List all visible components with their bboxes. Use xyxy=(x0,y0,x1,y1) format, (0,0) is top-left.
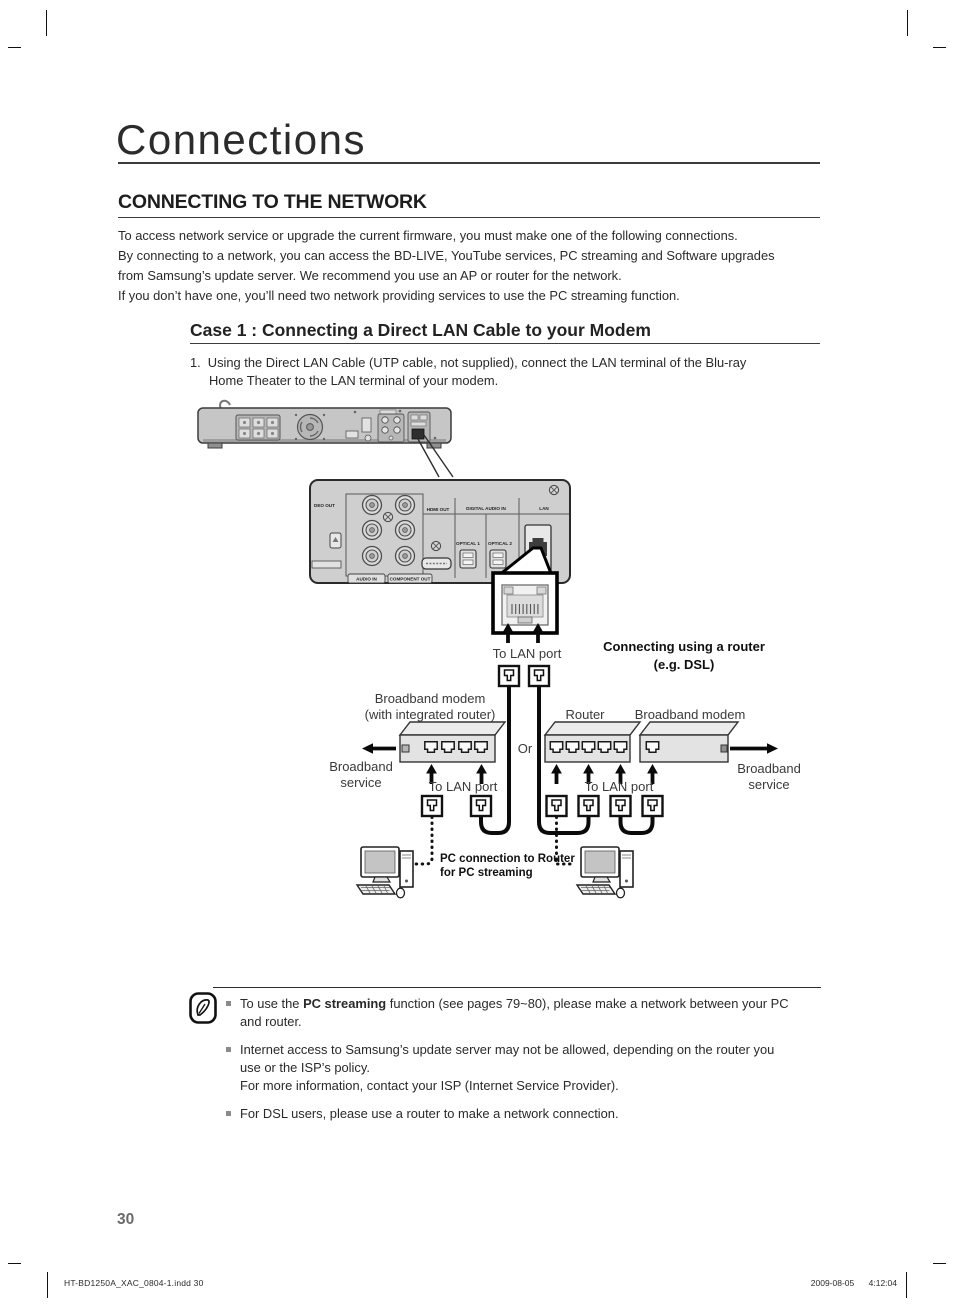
lan-plug-icon xyxy=(497,664,521,688)
note-item: Internet access to Samsung’s update serv… xyxy=(226,1041,832,1095)
panel-label-component-out: COMPONENT OUT xyxy=(390,577,431,582)
section-rule xyxy=(118,217,820,218)
crop-mark xyxy=(8,47,21,48)
router-label: Router xyxy=(565,707,605,722)
note-text: Internet access to Samsung’s update serv… xyxy=(240,1041,774,1095)
panel-label-audio-in: AUDIO IN xyxy=(356,577,377,582)
lan-plug-icon xyxy=(577,794,600,818)
cooling-fan-icon xyxy=(294,413,326,441)
lan-plug-icon xyxy=(469,794,493,818)
crop-mark xyxy=(47,1272,48,1298)
lan-cables xyxy=(479,687,655,835)
section-heading: CONNECTING TO THE NETWORK xyxy=(118,191,427,213)
panel-label-digital-audio-in: DIGITAL AUDIO IN xyxy=(466,506,506,511)
bullet-icon xyxy=(226,1001,231,1006)
note-text-part: To use the xyxy=(240,996,304,1011)
notes-list: To use the PC streaming function (see pa… xyxy=(226,995,832,1133)
to-lan-port-label-left: To LAN port xyxy=(429,779,498,794)
lan-plug-icon xyxy=(609,794,632,818)
note-text-part: function (see pages 79~80), please make … xyxy=(386,996,789,1011)
broadband-modem-label: Broadband modem xyxy=(635,707,746,722)
case1-heading: Case 1 : Connecting a Direct LAN Cable t… xyxy=(190,320,651,340)
connecting-router-label-1: Connecting using a router xyxy=(603,639,765,654)
crop-mark xyxy=(46,10,47,36)
pc-dotted-cables xyxy=(412,815,573,866)
arrow-to-port xyxy=(549,762,564,786)
pc-connection-label-2: for PC streaming xyxy=(440,867,533,879)
lan-plug-icon xyxy=(641,794,664,818)
modem-integrated-label-1: Broadband modem xyxy=(375,691,486,706)
footer-time: 4:12:04 xyxy=(868,1278,897,1288)
lan-connector-zoom xyxy=(491,571,559,635)
intro-line: To access network service or upgrade the… xyxy=(118,228,738,243)
zoom-wedge-lines xyxy=(417,434,454,478)
crop-mark xyxy=(907,10,908,36)
broadband-service-label-left-1: Broadband xyxy=(329,759,393,774)
note-text-line: For more information, contact your ISP (… xyxy=(240,1078,619,1093)
broadband-modem-device xyxy=(638,721,740,763)
note-text: To use the PC streaming function (see pa… xyxy=(240,995,789,1031)
broadband-service-label-left-2: service xyxy=(340,775,381,790)
page-number: 30 xyxy=(117,1211,135,1228)
bullet-icon xyxy=(226,1047,231,1052)
panel-label-lan: LAN xyxy=(539,506,549,511)
panel-label-optical-1: OPTICAL 1 xyxy=(456,541,480,546)
intro-line: By connecting to a network, you can acce… xyxy=(118,248,775,263)
to-lan-port-label-top: To LAN port xyxy=(493,646,562,661)
crop-mark xyxy=(933,1263,946,1264)
pc-illustration-left xyxy=(356,846,414,899)
optical-ports xyxy=(459,549,507,569)
note-text-line: Internet access to Samsung’s update serv… xyxy=(240,1042,775,1057)
step-1: 1. Using the Direct LAN Cable (UTP cable,… xyxy=(190,354,830,390)
or-label: Or xyxy=(518,741,533,756)
broadband-service-label-right-1: Broadband xyxy=(737,761,801,776)
intro-line: If you don’t have one, you’ll need two n… xyxy=(118,288,680,303)
step-text: Using the Direct LAN Cable (UTP cable, n… xyxy=(207,355,747,370)
lan-plug-icon xyxy=(545,794,568,818)
modem-integrated-label-2: (with integrated router) xyxy=(365,707,496,722)
note-item: For DSL users, please use a router to ma… xyxy=(226,1105,832,1123)
chapter-title: Connections xyxy=(116,116,366,163)
step-line: Home Theater to the LAN terminal of your… xyxy=(209,373,499,388)
lan-plug-icon xyxy=(420,794,444,818)
pc-connection-label-1: PC connection to Router xyxy=(440,853,575,865)
bullet-icon xyxy=(226,1111,231,1116)
crop-mark xyxy=(8,1263,21,1264)
note-rule xyxy=(213,987,821,988)
crop-mark xyxy=(906,1272,907,1298)
footer-timestamp: 2009-08-05 4:12:04 xyxy=(757,1278,897,1288)
blu-ray-rear-illustration xyxy=(197,399,452,449)
case1-rule xyxy=(190,343,820,344)
step-line: 1. Using the Direct LAN Cable (UTP cable,… xyxy=(190,354,830,372)
lan-plug-icon xyxy=(527,664,551,688)
note-text-line: For DSL users, please use a router to ma… xyxy=(240,1106,619,1121)
note-icon xyxy=(189,992,217,1024)
broadband-service-label-right-2: service xyxy=(748,777,789,792)
panel-label-optical-2: OPTICAL 2 xyxy=(488,541,512,546)
note-text-line: use or the ISP’s policy. xyxy=(240,1060,370,1075)
footer-date: 2009-08-05 xyxy=(810,1278,855,1288)
footer-filename: HT-BD1250A_XAC_0804-1.indd 30 xyxy=(64,1278,204,1288)
device-lan-port xyxy=(411,428,425,440)
to-lan-port-label-right: To LAN port xyxy=(585,779,654,794)
pc-illustration-right xyxy=(576,846,634,899)
broadband-service-arrow-right xyxy=(730,743,778,754)
broadband-modem-integrated-device xyxy=(398,721,507,763)
router-device xyxy=(543,721,642,763)
title-rule xyxy=(118,162,820,164)
note-text-bold: PC streaming xyxy=(303,996,387,1011)
note-text-line: and router. xyxy=(240,1014,302,1029)
broadband-service-arrow-left xyxy=(362,743,396,754)
intro-paragraphs: To access network service or upgrade the… xyxy=(118,226,834,306)
note-item: To use the PC streaming function (see pa… xyxy=(226,995,832,1031)
panel-label-hdmi-out: HDMI OUT xyxy=(427,507,450,512)
connecting-router-label-2: (e.g. DSL) xyxy=(654,657,715,672)
intro-line: from Samsung’s update server. We recomme… xyxy=(118,268,622,283)
step-number: 1. xyxy=(190,355,201,370)
network-connection-diagram: DEO OUT HDMI OUT DIGITAL AUDIO IN LAN OP… xyxy=(197,399,801,899)
crop-mark xyxy=(933,47,946,48)
panel-label-video-out: DEO OUT xyxy=(314,503,335,508)
